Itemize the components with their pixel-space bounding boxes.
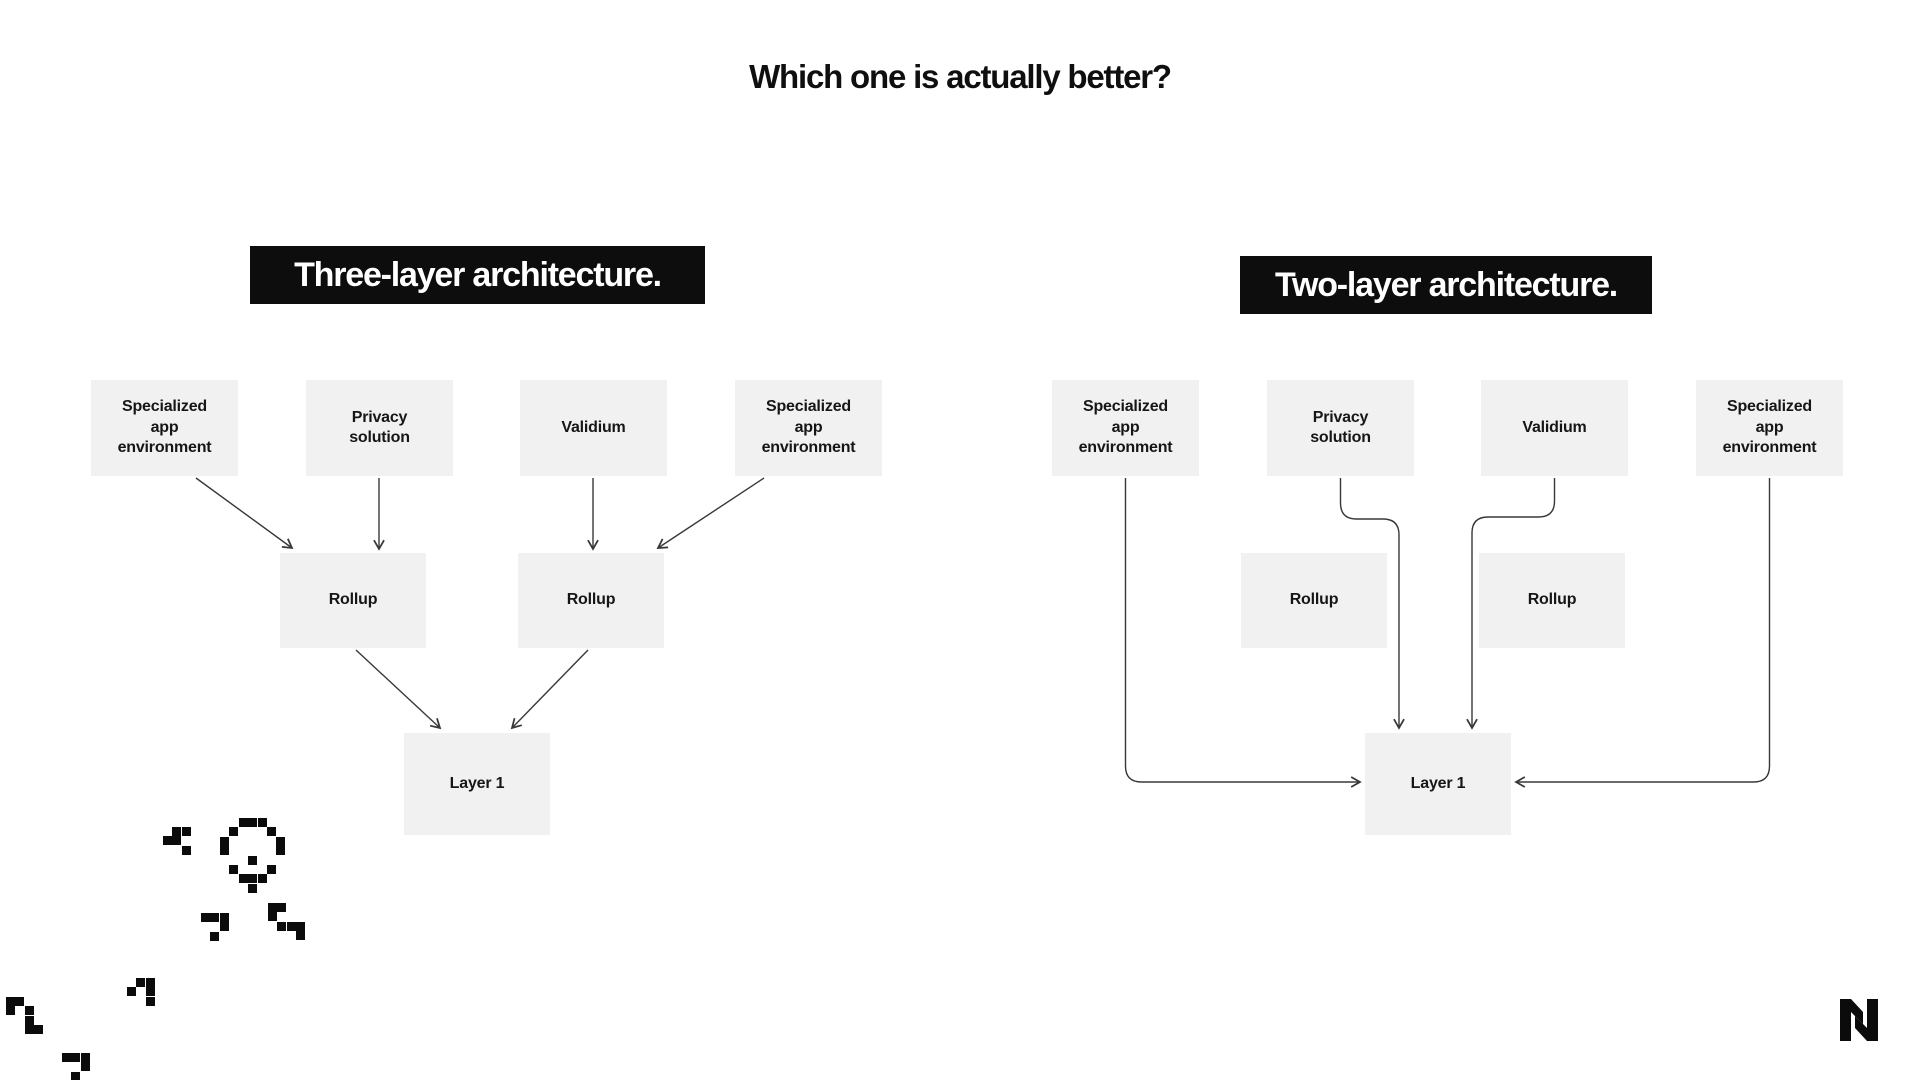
- pixel-art-square-fragment-c: [145, 996, 155, 1006]
- pixel-art-square-fragment-c: [145, 978, 155, 987]
- pixel-art-square-pixel-wreath: [257, 818, 267, 827]
- pixel-art-square-fragment-d: [6, 997, 15, 1006]
- pixel-art-square-pixel-wreath: [238, 874, 248, 884]
- pixel-art-square-pixel-wreath: [248, 874, 258, 884]
- edge-l-sae-1-to-l-rollup-1: [195, 477, 294, 550]
- node-label: Validium: [561, 418, 626, 436]
- pixel-art-square-fragment-a: [201, 913, 210, 922]
- node-r-rollup-2: Rollup: [1479, 553, 1625, 648]
- node-label: Specialized app environment: [761, 398, 856, 457]
- pixel-art-square-pixel-wreath: [229, 865, 239, 874]
- pixel-art-square-fragment-b: [277, 903, 287, 912]
- pixel-art-square-pixel-wreath: [248, 818, 258, 827]
- node-l-layer1: Layer 1: [404, 733, 550, 835]
- pixel-art-square-fragment-e: [71, 1053, 81, 1062]
- node-label: Specialized app environment: [1078, 398, 1173, 457]
- pixel-art-square-cursor-small: [172, 836, 182, 846]
- pixel-art-square-pixel-wreath: [267, 865, 276, 874]
- node-label: Validium: [1522, 418, 1587, 436]
- node-l-sae-2: Specialized app environment: [735, 380, 882, 476]
- pixel-art-square-fragment-c: [136, 978, 146, 987]
- pixel-art-square-fragment-e: [71, 1071, 81, 1080]
- node-l-sae-1: Specialized app environment: [91, 380, 238, 476]
- pixel-art-square-pixel-wreath: [220, 836, 229, 846]
- node-r-privacy: Privacy solution: [1267, 380, 1414, 476]
- pixel-art-square-pixel-wreath: [248, 883, 258, 893]
- diagram-header-three-layer: Three-layer architecture.: [250, 246, 705, 304]
- pixel-art-square-fragment-d: [24, 1025, 34, 1035]
- pixel-art-square-pixel-wreath: [238, 818, 248, 827]
- node-r-sae-2: Specialized app environment: [1696, 380, 1843, 476]
- pixel-art-square-fragment-d: [15, 997, 25, 1006]
- edge-l-sae-2-to-l-rollup-2: [656, 477, 765, 549]
- node-label: Rollup: [566, 591, 616, 609]
- node-label: Layer 1: [1410, 774, 1466, 792]
- pixel-art-square-cursor-small: [172, 827, 182, 836]
- node-label: Rollup: [328, 591, 378, 609]
- pixel-art-square-cursor-small: [181, 845, 191, 855]
- pixel-art-square-fragment-b: [268, 912, 277, 922]
- pixel-art-square-cursor-small: [181, 827, 191, 836]
- node-l-rollup-2: Rollup: [518, 553, 664, 648]
- edge-l-rollup-2-to-l-layer1: [510, 649, 589, 730]
- pixel-art-square-fragment-b: [277, 921, 287, 931]
- pixel-art-square-fragment-b: [268, 903, 277, 912]
- pixel-art-square-fragment-e: [80, 1053, 90, 1062]
- node-l-privacy: Privacy solution: [306, 380, 453, 476]
- node-label: Privacy solution: [349, 408, 410, 446]
- diagram-header-two-layer: Two-layer architecture.: [1240, 256, 1652, 314]
- node-l-rollup-1: Rollup: [280, 553, 426, 648]
- pixel-art-square-pixel-wreath: [267, 827, 276, 837]
- pixel-art-square-fragment-b: [296, 931, 306, 941]
- node-label: Rollup: [1527, 591, 1577, 609]
- pixel-art-square-fragment-a: [219, 922, 229, 932]
- node-label: Specialized app environment: [117, 398, 212, 457]
- pixel-art-square-fragment-b: [296, 921, 306, 931]
- pixel-art-square-pixel-wreath: [229, 827, 239, 837]
- nethermind-logo-icon: [1840, 999, 1878, 1041]
- node-r-sae-1: Specialized app environment: [1052, 380, 1199, 476]
- pixel-art-square-fragment-a: [210, 931, 220, 941]
- node-label: Specialized app environment: [1722, 398, 1817, 457]
- pixel-art-square-fragment-a: [219, 913, 229, 922]
- pixel-art-square-fragment-c: [145, 987, 155, 997]
- pixel-art-square-fragment-c: [127, 987, 136, 997]
- node-l-validium: Validium: [520, 380, 667, 476]
- pixel-art-square-fragment-e: [62, 1053, 71, 1062]
- pixel-art-square-fragment-d: [6, 1006, 15, 1016]
- pixel-art-square-pixel-wreath: [276, 836, 286, 846]
- page-title: Which one is actually better?: [749, 58, 1172, 95]
- pixel-art-square-pixel-wreath: [276, 846, 286, 856]
- edge-l-rollup-1-to-l-layer1: [355, 649, 442, 730]
- node-label: Privacy solution: [1310, 408, 1371, 446]
- node-r-layer1: Layer 1: [1365, 733, 1511, 835]
- pixel-art-square-fragment-d: [24, 1015, 34, 1025]
- pixel-art-square-fragment-b: [286, 921, 296, 931]
- node-r-rollup-1: Rollup: [1241, 553, 1387, 648]
- pixel-art-square-fragment-a: [210, 913, 220, 922]
- pixel-art-square-fragment-d: [34, 1025, 44, 1035]
- pixel-art-square-fragment-d: [24, 1006, 34, 1016]
- node-label: Layer 1: [449, 774, 505, 792]
- node-r-validium: Validium: [1481, 380, 1628, 476]
- pixel-art-square-pixel-wreath: [257, 874, 267, 884]
- node-label: Rollup: [1289, 591, 1339, 609]
- pixel-art-square-pixel-wreath: [220, 846, 229, 856]
- pixel-art-square-pixel-wreath: [248, 855, 258, 865]
- pixel-art-square-cursor-small: [163, 836, 172, 846]
- pixel-art-square-fragment-e: [80, 1062, 90, 1072]
